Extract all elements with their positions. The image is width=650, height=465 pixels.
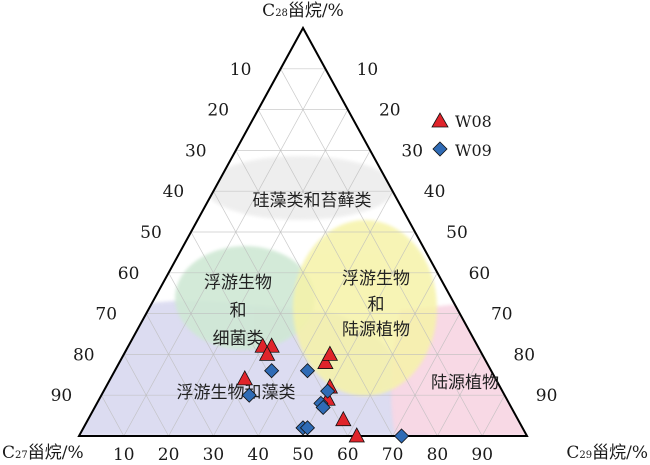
point-w09-3 (264, 363, 280, 379)
triangle-frame (77, 25, 529, 437)
axis-title-c29: C29甾烷/% (566, 443, 648, 463)
tick-c27-70: 70 (382, 445, 404, 465)
tick-c29-10: 10 (357, 60, 379, 80)
tick-c28-30: 30 (185, 141, 207, 161)
tick-c27-10: 10 (113, 445, 135, 465)
tick-c29-80: 80 (513, 345, 535, 365)
grid-line-c27-90 (101, 395, 125, 437)
region-layer (79, 156, 527, 436)
tick-c27-50: 50 (292, 445, 314, 465)
grid-line-c27-50 (190, 231, 304, 437)
point-w09-8 (299, 420, 316, 436)
point-w08-8 (317, 353, 334, 369)
region-label-plankton-bacteria-2: 和 (230, 301, 247, 321)
tick-c28-90: 90 (51, 386, 73, 406)
point-w08-10 (348, 427, 365, 443)
region-label-plankton-terrestrial-3: 陆源植物 (342, 320, 410, 340)
tick-c29-20: 20 (379, 101, 401, 121)
point-w08-3 (236, 370, 253, 386)
point-w09-1 (299, 363, 316, 379)
point-w09-9 (393, 428, 410, 444)
grid-line-c27-30 (235, 150, 393, 437)
grid-line-c29-10 (123, 68, 326, 437)
ternary-grid (101, 68, 505, 437)
tick-c27-20: 20 (158, 445, 180, 465)
region-label-plankton-algae: 浮游生物和藻类 (177, 383, 296, 403)
region-plankton-bacteria (175, 246, 315, 350)
grid-line-c27-70 (145, 313, 214, 437)
tick-c29-40: 40 (424, 182, 446, 202)
point-w08-7 (335, 410, 352, 427)
region-label-plankton-bacteria-3: 细菌类 (213, 329, 264, 349)
tick-c29-50: 50 (446, 223, 468, 243)
tick-c28-80: 80 (73, 345, 95, 365)
legend-marker-w09 (432, 141, 448, 157)
grid-line-c27-80 (123, 354, 169, 437)
point-w09-6 (315, 399, 331, 416)
region-label-plankton-terrestrial-2: 和 (368, 295, 385, 315)
region-label-plankton-bacteria-1: 浮游生物 (204, 273, 272, 293)
tick-c28-70: 70 (95, 305, 117, 325)
legend-label-w09: W09 (455, 141, 492, 160)
point-w08-4 (258, 345, 276, 361)
region-plankton-terrestrial (293, 220, 437, 396)
point-w08-9 (321, 345, 339, 361)
tick-c28-60: 60 (118, 264, 140, 284)
tick-c28-20: 20 (207, 101, 229, 121)
region-label-diatom-moss: 硅藻类和苔藓类 (253, 191, 372, 211)
grid-line-c27-60 (168, 272, 259, 437)
tick-c29-30: 30 (401, 141, 423, 161)
axis-title-c27: C27甾烷/% (2, 443, 84, 463)
tick-c29-70: 70 (491, 305, 513, 325)
tick-c27-80: 80 (427, 445, 449, 465)
grid-line-c27-10 (280, 68, 483, 437)
region-labels: 硅藻类和苔藓类 浮游生物 和 细菌类 浮游生物和藻类 浮游生物 和 陆源植物 陆… (177, 191, 500, 403)
tick-c28-40: 40 (163, 182, 185, 202)
legend-marker-w08 (431, 112, 449, 128)
axis-title-c28: C28甾烷/% (262, 1, 344, 21)
grid-line-c29-60 (347, 272, 438, 437)
grid-line-c29-70 (392, 313, 461, 437)
tick-c29-60: 60 (469, 264, 491, 284)
point-w09-2 (241, 387, 257, 403)
region-label-terrestrial: 陆源植物 (431, 373, 499, 393)
grid-line-c29-90 (481, 395, 505, 437)
tick-c27-30: 30 (203, 445, 225, 465)
tick-c28-10: 10 (230, 60, 252, 80)
data-points (236, 337, 410, 444)
region-diatom-moss (205, 156, 395, 220)
legend-label-w08: W08 (455, 112, 492, 131)
tick-c28-50: 50 (140, 223, 162, 243)
tick-c27-90: 90 (471, 445, 493, 465)
region-label-plankton-terrestrial-1: 浮游生物 (342, 269, 410, 289)
tick-c29-90: 90 (536, 386, 558, 406)
grid-line-c29-80 (437, 354, 483, 437)
tick-c27-60: 60 (337, 445, 359, 465)
legend: W08 W09 (431, 112, 492, 160)
point-w09-4 (320, 383, 336, 399)
tick-c27-40: 40 (247, 445, 269, 465)
grid-line-c29-30 (213, 150, 371, 437)
